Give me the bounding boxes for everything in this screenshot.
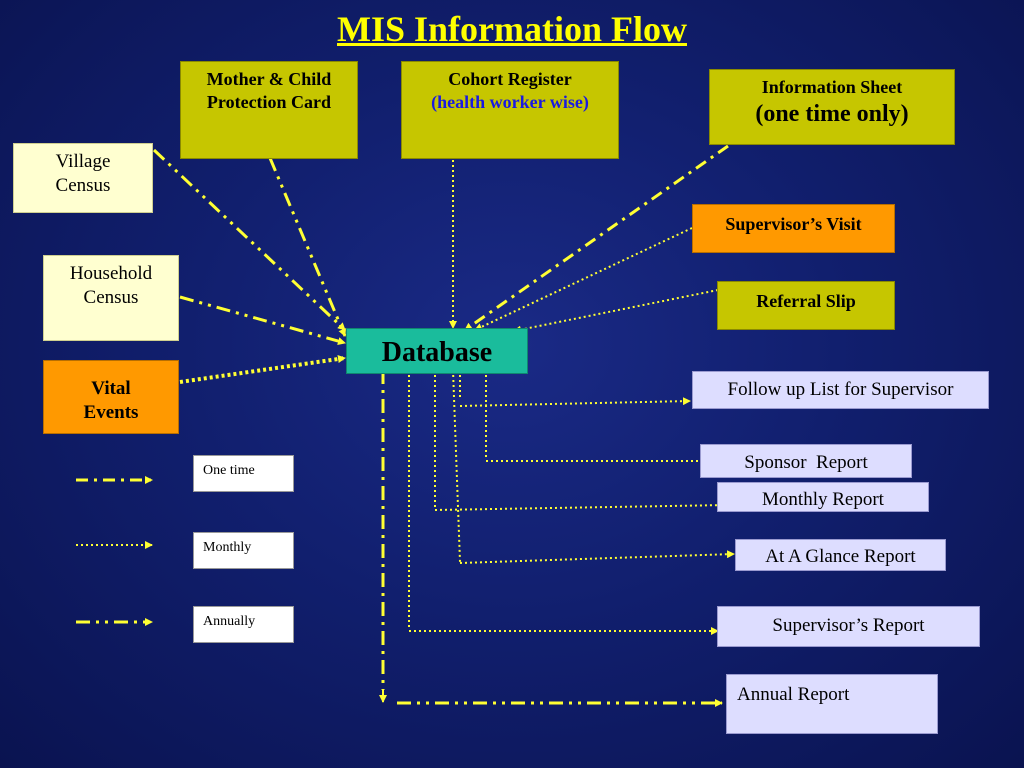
annual-report-box: Annual Report <box>726 674 938 734</box>
flow-supervisor-visit <box>474 227 693 331</box>
database-label: Database <box>381 337 493 368</box>
village-census-box: Village Census <box>13 143 153 213</box>
vital-events-box: Vital Events <box>43 360 179 434</box>
at-a-glance-report-label: At A Glance Report <box>765 546 916 567</box>
flow-vital-events <box>179 355 346 384</box>
cohort-register-box: Cohort Register (health worker wise) <box>401 61 619 159</box>
diagram-title: MIS Information Flow <box>337 9 687 49</box>
flow-monthly <box>434 501 729 511</box>
household-census-label: Household Census <box>69 263 153 308</box>
vital-events-label: Vital Events <box>83 378 139 423</box>
flow-information-sheet <box>464 144 729 332</box>
flow-household-census <box>179 295 346 345</box>
information-sheet-sub: (one time only) <box>755 100 909 127</box>
sponsor-report-box: Sponsor Report <box>700 444 912 478</box>
legend-one-time-label: One time <box>203 463 255 478</box>
flow-village-census <box>152 148 347 332</box>
legend-annually-box: Annually <box>193 606 294 643</box>
referral-slip-box: Referral Slip <box>717 281 895 330</box>
information-sheet-label: Information Sheet <box>761 77 903 97</box>
supervisor-report-label: Supervisor’s Report <box>772 615 925 636</box>
referral-slip-label: Referral Slip <box>756 291 856 311</box>
flow-mcp-card <box>268 157 347 337</box>
household-census-box: Household Census <box>43 255 179 341</box>
at-a-glance-report-box: At A Glance Report <box>735 539 946 571</box>
flow-referral-slip <box>513 289 719 334</box>
legend-one-time-box: One time <box>193 455 294 492</box>
cohort-register-sub: (health worker wise) <box>431 91 589 112</box>
follow-up-list-box: Follow up List for Supervisor <box>692 371 989 409</box>
database-box: Database <box>346 328 528 374</box>
monthly-report-box: Monthly Report <box>717 482 929 512</box>
monthly-report-label: Monthly Report <box>762 489 884 510</box>
flow-at-a-glance <box>459 550 735 564</box>
legend-monthly-label: Monthly <box>203 540 252 555</box>
sponsor-report-label: Sponsor Report <box>744 452 868 473</box>
supervisor-report-box: Supervisor’s Report <box>717 606 980 647</box>
legend-annually-label: Annually <box>203 614 256 629</box>
supervisor-visit-label: Supervisor’s Visit <box>725 214 862 234</box>
information-sheet-box: Information Sheet (one time only) <box>709 69 955 145</box>
mcp-card-label: Mother & Child Protection Card <box>206 69 332 112</box>
trunk-at-a-glance <box>452 369 461 563</box>
village-census-label: Village Census <box>55 151 111 196</box>
flow-follow-up <box>459 397 691 407</box>
cohort-register-label: Cohort Register <box>448 69 572 89</box>
annual-report-label: Annual Report <box>737 684 850 705</box>
mcp-card-box: Mother & Child Protection Card <box>180 61 358 159</box>
supervisor-visit-box: Supervisor’s Visit <box>692 204 895 253</box>
legend-monthly-box: Monthly <box>193 532 294 569</box>
follow-up-list-label: Follow up List for Supervisor <box>727 379 954 400</box>
